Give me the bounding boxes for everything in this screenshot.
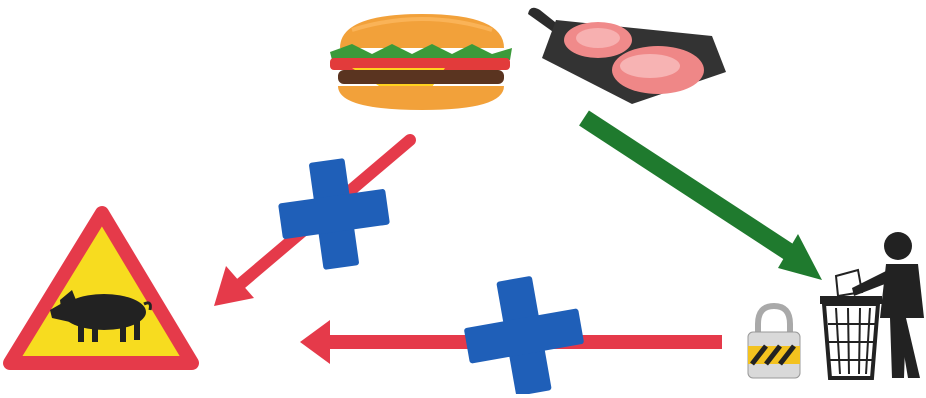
burger-icon [330, 14, 512, 110]
raw-meat-on-board-icon [528, 8, 726, 104]
padlock-icon [748, 306, 800, 378]
wild-boar-warning-sign-icon [10, 213, 192, 363]
allowed-arrow-meat-to-bin [584, 118, 822, 280]
blue-cross-icon [457, 269, 591, 394]
